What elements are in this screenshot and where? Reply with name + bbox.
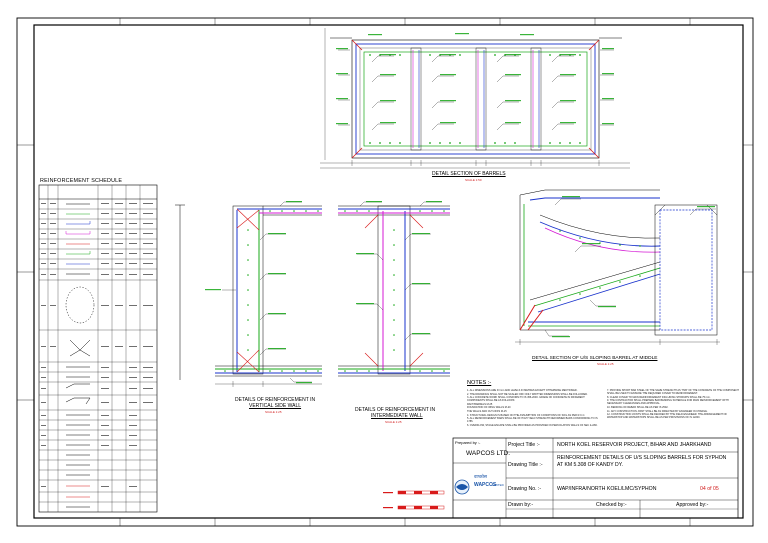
note-item: 1. ALL DIMENSIONS ARE IN mm AND LEVELS I… (467, 389, 578, 392)
drawing-title-label: Drawing Title :- (508, 462, 543, 468)
note-item: 10. BENDING OF REBAR SHALL BE AS PER IS … (607, 405, 669, 409)
sloping-barrel-title: DETAIL SECTION OF U/S SLOPING BARREL AT … (532, 356, 658, 361)
logo-wapcos-text: WAPCOS (474, 482, 497, 488)
side-wall-title-2: VERTICAL SIDE WALL (249, 403, 302, 409)
sheet-number: 04 of 05 (700, 486, 719, 492)
note-item: 9. THE CONTRACTOR SHALL PREPARE BAR BEND… (607, 399, 729, 406)
note-item: 8. CLEAR COVER TO MAIN REINFORCEMENT INC… (607, 395, 711, 399)
note-item: 5. ALL REINFORCEMENT BARS SHALL BE OF HI… (467, 417, 598, 424)
note-item: 12. CONSTRUCTION JOINTS SHALL BE DECIDED… (607, 413, 728, 420)
drawn-by-label: Drawn by:- (508, 502, 534, 508)
notes-column-2: 7. PROVIDE SHORT BAR STEEL OF THE SAME S… (607, 389, 743, 420)
note-item: 3. ALL CONCRETE WORK SHALL CONFORM TO IS… (467, 396, 585, 403)
note-item: 6. OVERFLOW, STAGE ESCAPE SHALL BE PROVI… (467, 423, 598, 427)
note-item: 11. ANY CONSTRUCTION JOINT SHALL BE AS D… (607, 409, 708, 413)
outer-border (16, 17, 754, 527)
schedule-table (38, 184, 158, 513)
inner-border (33, 24, 744, 519)
company-name: WAPCOS LTD. (466, 450, 511, 457)
drawing-no-label: Drawing No. :- (508, 486, 542, 492)
zone-ticks (17, 18, 753, 526)
side-wall-scale: SCALE 1:25 (265, 410, 282, 414)
note-item: TOE WALLS AND CUT-OFFS M-15 (467, 410, 507, 414)
logo-hindi-text: वाप्कोस (474, 475, 487, 480)
approved-by-label: Approved by:- (676, 502, 709, 508)
drawing-number: WAP/INFRA/NORTH KOEL/LMC/SYPHON (557, 486, 657, 492)
sloping-barrel-scale: SCALE 1:25 (597, 362, 614, 366)
wapcos-logo-mark (454, 479, 470, 495)
intermediate-wall-scale: SCALE 1:25 (385, 420, 402, 424)
scale-bars (383, 490, 445, 510)
title-block-frame (452, 437, 739, 519)
schedule-title: REINFORCEMENT SCHEDULE (40, 178, 123, 184)
note-item: FOUNDATION OF WING WALLS M-20 (467, 406, 511, 410)
intermediate-wall-view (338, 201, 450, 377)
intermediate-wall-title-1: DETAILS OF REINFORCEMENT IN (355, 407, 436, 413)
project-title: NORTH KOEL RESERVOIR PROJECT, BIHAR AND … (557, 442, 712, 448)
side-wall-title-1: DETAILS OF REINFORCEMENT IN (235, 397, 316, 403)
drawing-title-line2: AT KM 5.308 OF KANDY DY. (557, 462, 623, 468)
barrel-section-title: DETAIL SECTION OF BARRELS (432, 171, 506, 177)
note-item: 7. PROVIDE SHORT BAR STEEL OF THE SAME S… (607, 389, 739, 396)
logo-limited-text: LIMITED (492, 483, 504, 487)
sloping-barrel-view (515, 189, 720, 345)
notes-title: NOTES :- (467, 380, 492, 386)
barrel-section-view (320, 28, 630, 169)
side-wall-view (175, 201, 322, 387)
note-item: 4. STRUCTURAL DESIGN IS BASED ON THE ASS… (467, 413, 586, 417)
prepared-by-label: Prepared by :- (455, 440, 481, 445)
project-title-label: Project Title :- (508, 442, 540, 448)
note-item: 2. THE DRAWINGS SHALL NOT BE SCALED OFF … (467, 392, 588, 396)
barrel-section-scale: SCALE 1:50 (465, 178, 482, 182)
checked-by-label: Checked by:- (596, 502, 627, 508)
drawing-title-line1: REINFORCEMENT DETAILS OF U/S SLOPING BAR… (557, 455, 727, 461)
notes-column-1: 1. ALL DIMENSIONS ARE IN mm AND LEVELS I… (467, 389, 603, 428)
intermediate-wall-title-2: INTERMEDIATE WALL (371, 413, 423, 419)
note-item: RAFT/BARRELS M-25 (467, 402, 493, 406)
